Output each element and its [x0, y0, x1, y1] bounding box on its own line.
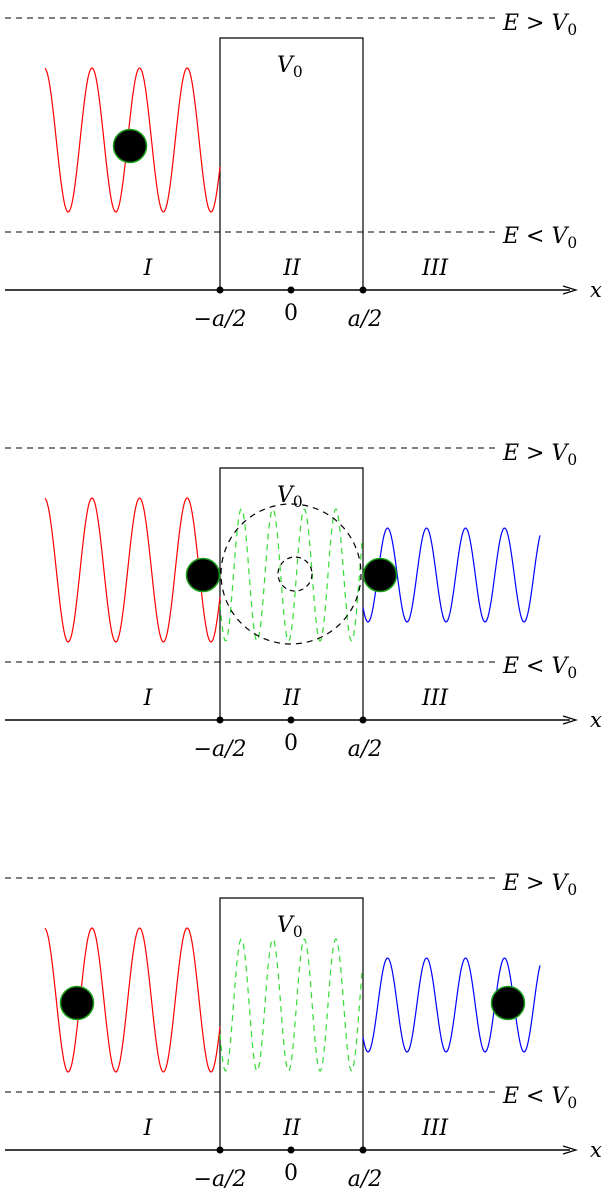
region-3-label: III	[421, 686, 449, 711]
energy-above-label: E > V0	[502, 441, 577, 469]
right-edge-dot	[359, 716, 367, 724]
potential-barrier	[219, 467, 364, 720]
origin-label: 0	[284, 731, 298, 756]
energy-above-label: E > V0	[502, 11, 577, 39]
barrier-wave	[219, 508, 363, 642]
barrier-wave	[219, 938, 363, 1072]
tunneling-outer-circle	[220, 503, 362, 645]
particle-2	[362, 557, 398, 593]
left-edge-dot	[216, 716, 224, 724]
origin-label: 0	[284, 1161, 298, 1186]
particle-2	[490, 985, 526, 1021]
origin-dot	[287, 716, 295, 724]
left-edge-dot	[216, 1146, 224, 1154]
region-2-label: II	[282, 256, 302, 281]
right-edge-dot	[359, 1146, 367, 1154]
particle-1	[112, 128, 148, 164]
x-axis-label: x	[590, 1138, 602, 1162]
energy-below-label: E < V0	[502, 654, 577, 682]
potential-barrier	[219, 897, 364, 1150]
barrier-label: V0	[277, 53, 303, 81]
region-2-label: II	[282, 1116, 302, 1141]
energy-above-label: E > V0	[502, 871, 577, 899]
region-1-label: I	[143, 256, 154, 281]
x-axis-arrowhead	[562, 715, 579, 725]
incident-wave	[44, 927, 221, 1073]
barrier-label: V0	[277, 913, 303, 941]
energy-below-label: E < V0	[502, 1084, 577, 1112]
right-edge-label: a/2	[348, 737, 383, 762]
region-1-label: I	[143, 686, 154, 711]
incident-wave	[44, 67, 221, 213]
right-edge-label: a/2	[348, 1167, 383, 1192]
transmitted-wave	[362, 527, 541, 623]
region-2-label: II	[282, 686, 302, 711]
left-edge-label: −a/2	[194, 737, 247, 762]
potential-barrier	[219, 37, 364, 290]
region-3-label: III	[421, 1116, 449, 1141]
x-axis-arrowhead	[562, 285, 579, 295]
transmitted-wave	[362, 957, 541, 1053]
left-edge-label: −a/2	[194, 307, 247, 332]
right-edge-label: a/2	[348, 307, 383, 332]
right-edge-dot	[359, 286, 367, 294]
particle-1	[185, 557, 221, 593]
tunneling-inner-circle	[277, 556, 313, 592]
left-edge-dot	[216, 286, 224, 294]
origin-dot	[287, 286, 295, 294]
particle-1	[59, 985, 95, 1021]
region-1-label: I	[143, 1116, 154, 1141]
incident-wave	[44, 497, 221, 643]
x-axis-label: x	[590, 708, 602, 732]
region-3-label: III	[421, 256, 449, 281]
origin-dot	[287, 1146, 295, 1154]
origin-label: 0	[284, 301, 298, 326]
x-axis-label: x	[590, 278, 602, 302]
left-edge-label: −a/2	[194, 1167, 247, 1192]
energy-below-label: E < V0	[502, 224, 577, 252]
barrier-label: V0	[277, 483, 303, 511]
x-axis-arrowhead	[562, 1145, 579, 1155]
